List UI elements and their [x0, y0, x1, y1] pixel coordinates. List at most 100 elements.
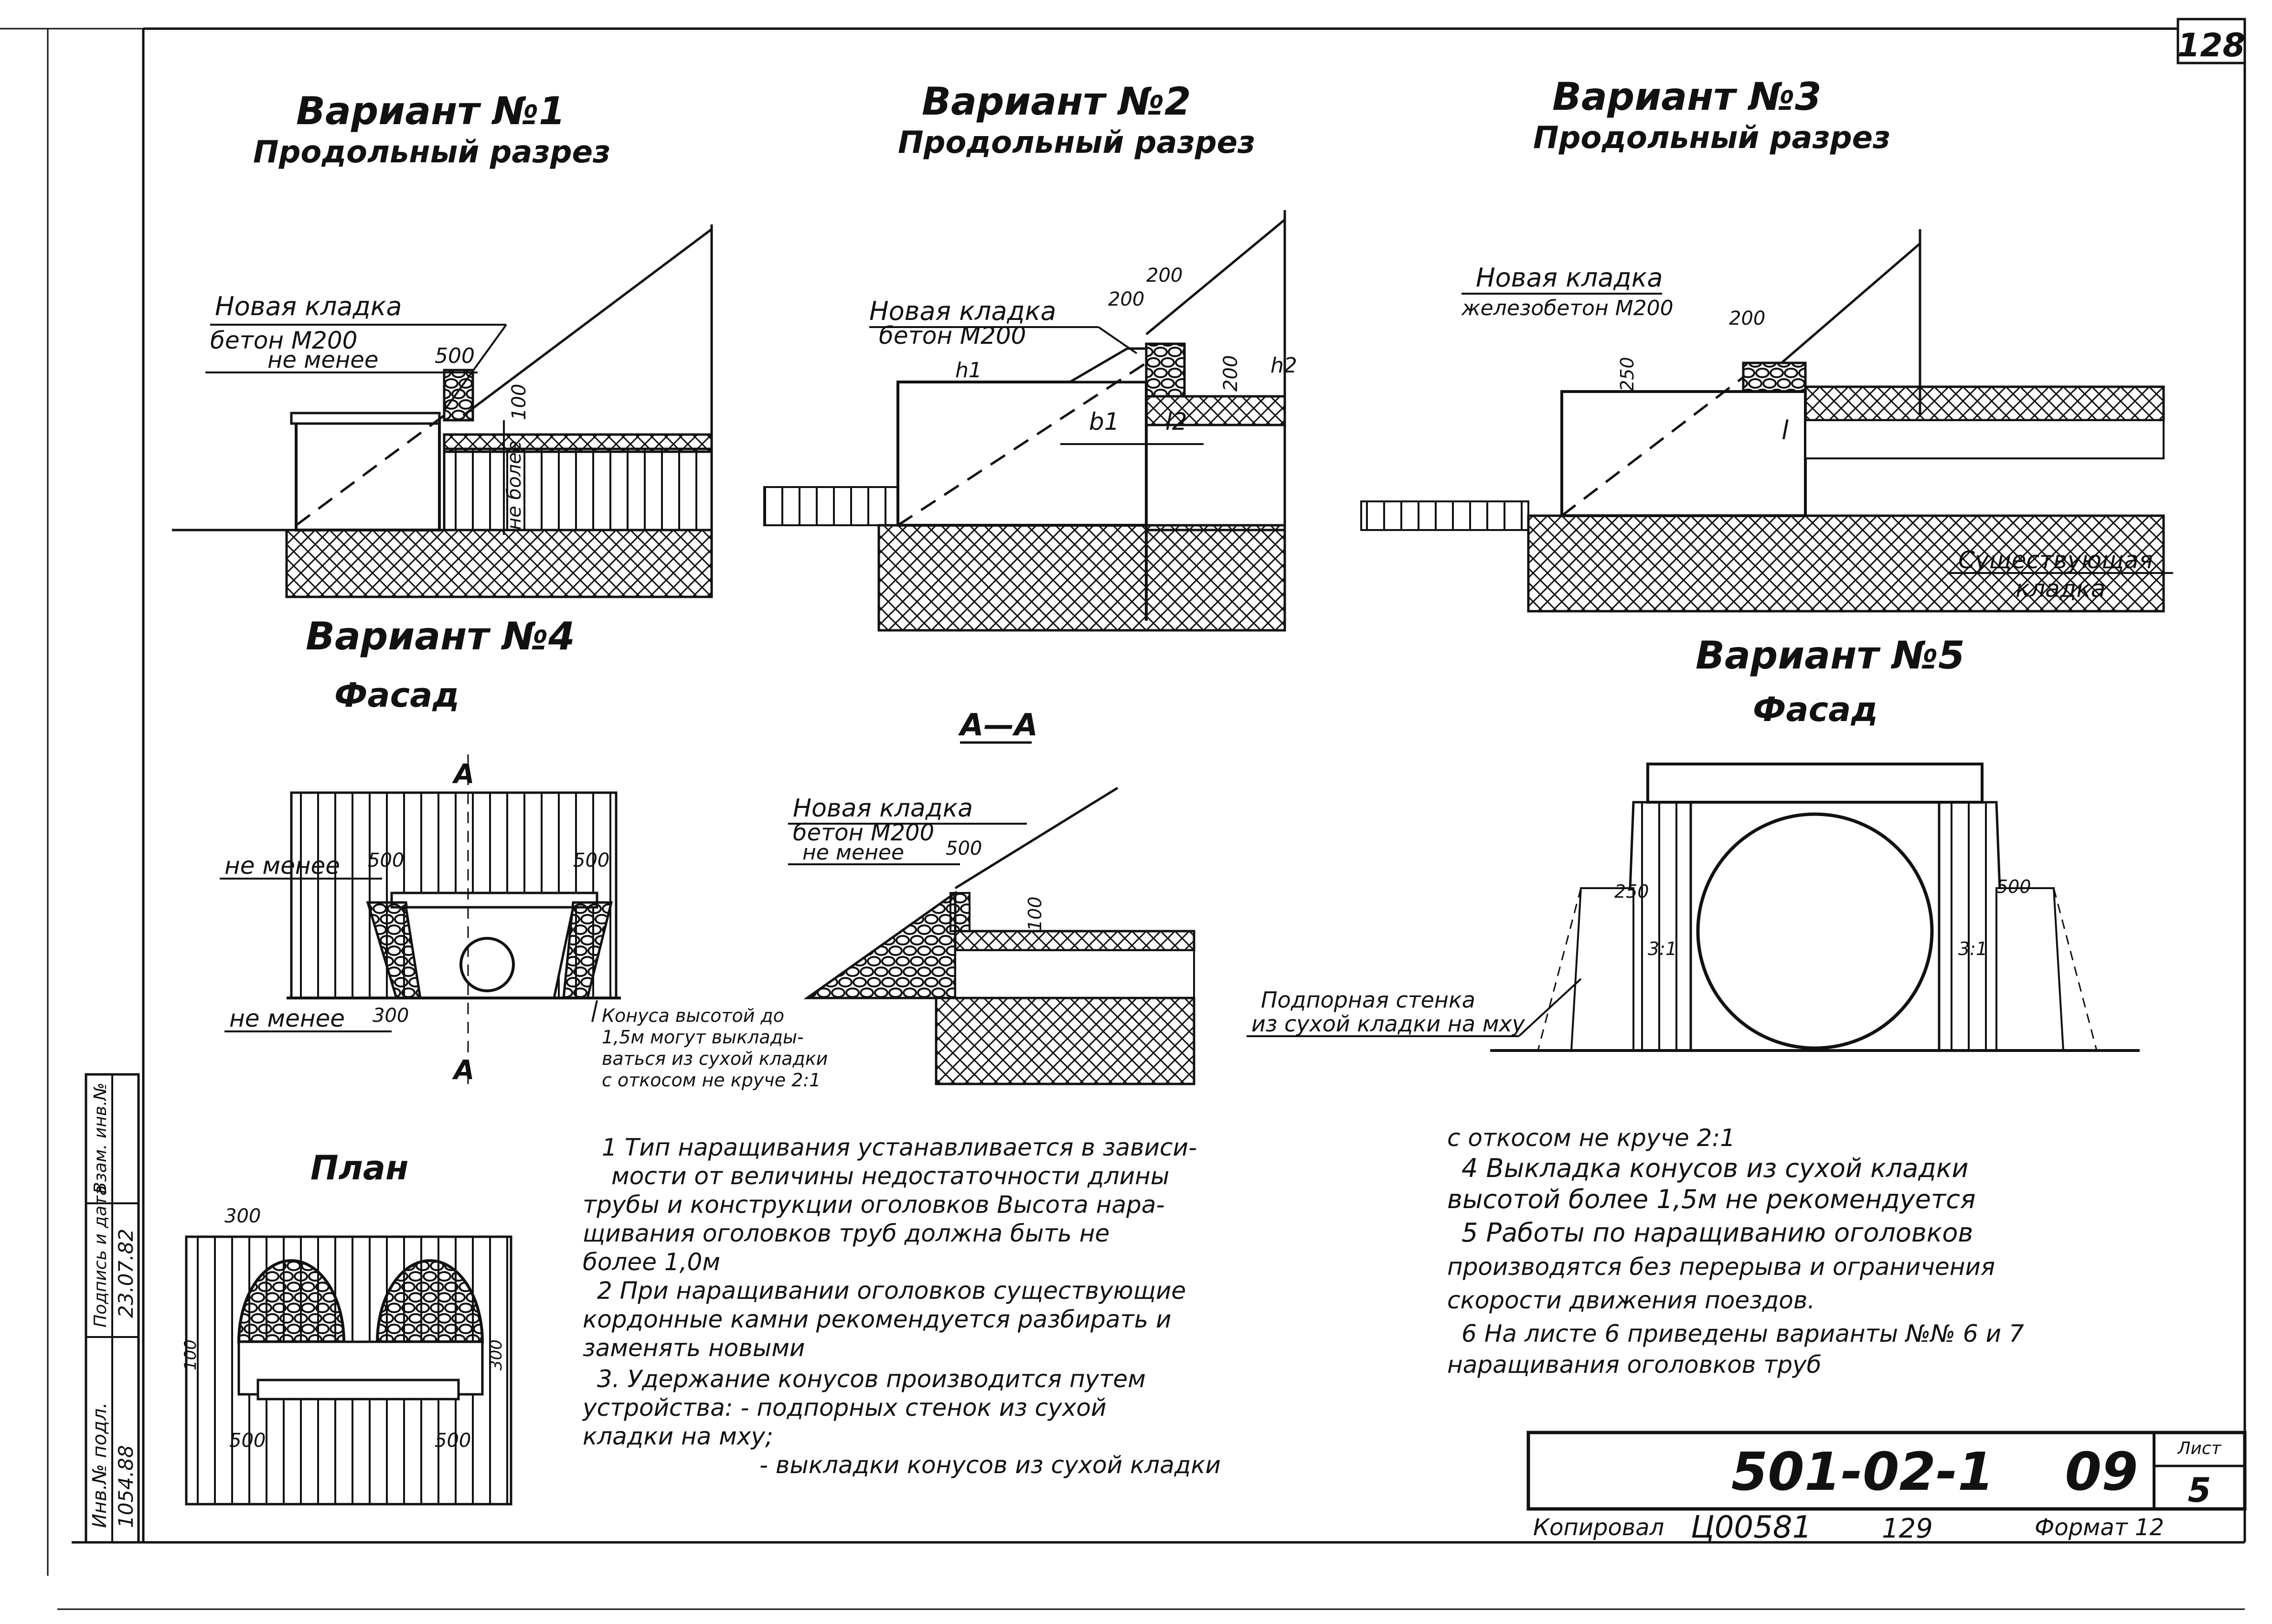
variant-3-material: железобетон М200 — [1461, 296, 1674, 320]
variant-3-subtitle: Продольный разрез — [1533, 120, 1890, 156]
drawing-code: 501-02-1 — [1731, 1441, 1995, 1502]
note-line: скорости движения поездов. — [1447, 1286, 1815, 1314]
variant-3-dim-250: 250 — [1617, 357, 1638, 392]
copy-num: 129 — [1882, 1513, 1933, 1544]
note-line: устройства: - подпорных стенок из сухой — [582, 1394, 1106, 1422]
note-line: 1 Тип наращивания устанавливается в зави… — [602, 1134, 1197, 1161]
variant-5-retaining1: Подпорная стенка — [1261, 987, 1475, 1013]
drawing-section: 09 — [2065, 1441, 2138, 1502]
section-aa-new-masonry: Новая кладка — [793, 794, 973, 823]
copied-label: Копировал — [1533, 1514, 1664, 1541]
variant-4-facade: Фасад — [334, 676, 459, 715]
section-aa-dim-100: 100 — [1024, 896, 1045, 931]
variant-4-marker-bottom: A — [452, 1055, 474, 1086]
variant-1-new-masonry: Новая кладка — [215, 291, 402, 321]
variant-2-title: Вариант №2 — [922, 79, 1191, 124]
note-line: более 1,0м — [583, 1248, 720, 1276]
variant-5-slope-r: 3:1 — [1958, 938, 1987, 959]
variant-1: Вариант №1 Продольный разрез Новая кладк… — [172, 89, 713, 598]
variant-4-dim-300: 300 — [373, 1005, 409, 1027]
notes-left: 1 Тип наращивания устанавливается в зави… — [582, 1134, 1221, 1479]
note-line: - выкладки конусов из сухой кладки — [759, 1451, 1221, 1479]
note-line: 5 Работы по наращиванию оголовков — [1461, 1218, 1973, 1248]
sheet-number: 128 — [2177, 27, 2245, 64]
sheet-value: 5 — [2188, 1471, 2211, 1510]
note-line: 2 При наращивании оголовков существующие — [597, 1277, 1186, 1305]
variant-3-existing2: кладка — [2016, 575, 2105, 603]
notes-right: с откосом не круче 2:1 4 Выкладка конусо… — [1447, 1124, 2024, 1379]
stamp-field2: Подпись и дата — [91, 1185, 110, 1327]
sheet-label: Лист — [2176, 1439, 2221, 1458]
variant-1-not-less: не менее — [267, 347, 378, 373]
sheet-frame — [0, 27, 2246, 1610]
variant-3-existing: Существующая — [1958, 546, 2153, 574]
note-line: 6 На листе 6 приведены варианты №№ 6 и 7 — [1461, 1320, 2024, 1348]
note-line: щивания оголовков труб должна быть не — [583, 1220, 1109, 1247]
note-line: кордонные камни рекомендуется разбирать … — [583, 1306, 1171, 1333]
variant-2-dim-200c: 200 — [1220, 355, 1242, 392]
section-aa-dim-500: 500 — [946, 838, 982, 860]
note-line: высотой более 1,5м не рекомендуется — [1447, 1184, 1975, 1214]
note-line: производятся без перерыва и ограничения — [1447, 1253, 1995, 1281]
variant-3: Вариант №3 Продольный разрез Новая кладк… — [1360, 74, 2173, 613]
variant-5-title: Вариант №5 — [1696, 633, 1965, 678]
plan-dim-300: 300 — [224, 1205, 261, 1227]
stamp-inv: 1054.88 — [114, 1445, 138, 1528]
variant-5-dim-250: 250 — [1614, 881, 1649, 902]
variant-4: Вариант №4 Фасад A A не менее 500 500 не… — [220, 614, 828, 1091]
variant-2-dim-200a: 200 — [1146, 265, 1183, 287]
variant-4-note-l3: ваться из сухой кладки — [602, 1048, 828, 1069]
variant-1-dim-500: 500 — [435, 344, 475, 368]
side-stamp: Инв.№ подл. 1054.88 Подпись и дата 23.07… — [85, 1073, 140, 1544]
plan-dim-500a: 500 — [229, 1430, 266, 1452]
plan-view: План 300 500 500 100 300 — [181, 1148, 512, 1506]
stamp-date: 23.07.82 — [114, 1229, 138, 1318]
variant-2: Вариант №2 Продольный разрез Новая кладк… — [763, 79, 1297, 632]
note-line: наращивания оголовков труб — [1447, 1351, 1821, 1379]
variant-1-subtitle: Продольный разрез — [253, 135, 610, 170]
variant-4-title: Вариант №4 — [306, 614, 575, 658]
variant-1-material: бетон М200 — [210, 327, 357, 354]
plan-dim-300r: 300 — [487, 1339, 506, 1370]
variant-3-dim-l: l — [1781, 415, 1789, 446]
variant-5-retaining2: из сухой кладки на мху — [1251, 1011, 1525, 1037]
variant-1-title: Вариант №1 — [296, 89, 565, 133]
variant-1-vertical: не более — [503, 441, 525, 530]
note-line: заменять новыми — [583, 1334, 805, 1362]
section-aa-title: А—А — [958, 708, 1038, 743]
variant-2-new-masonry: Новая кладка — [869, 296, 1056, 326]
plan-dim-500b: 500 — [435, 1430, 471, 1452]
variant-2-h1: h1 — [955, 358, 982, 382]
plan-dim-100: 100 — [181, 1339, 200, 1370]
variant-2-subtitle: Продольный разрез — [898, 125, 1255, 160]
variant-5-dim-500: 500 — [1996, 876, 2031, 897]
variant-5: Вариант №5 Фасад 250 500 3:1 3:1 Подпорн… — [1247, 633, 2140, 1052]
variant-3-new-masonry: Новая кладка — [1476, 263, 1663, 293]
stamp-field3: Взам. инв.№ — [91, 1083, 110, 1194]
section-aa: А—А Новая кладка бетон М200 не менее 500… — [788, 708, 1195, 1085]
sheet-number-box: 128 — [2176, 18, 2246, 64]
variant-3-dim-200: 200 — [1729, 308, 1765, 329]
variant-2-b1: b1 — [1089, 408, 1120, 435]
variant-2-material: бетон М200 — [879, 322, 1026, 350]
note-line: трубы и конструкции оголовков Высота нар… — [583, 1191, 1164, 1219]
note-line: 4 Выкладка конусов из сухой кладки — [1461, 1153, 1968, 1183]
note-line: с откосом не круче 2:1 — [1447, 1124, 1735, 1152]
variant-2-dim-200b: 200 — [1108, 288, 1144, 310]
title-block: 501-02-1 09 Лист 5 Копировал Ц00581 129 … — [1526, 1431, 2247, 1545]
variant-4-not-less-bottom: не менее — [229, 1005, 345, 1032]
variant-4-dim-500a: 500 — [368, 849, 404, 871]
note-line: 3. Удержание конусов производится путем — [597, 1365, 1146, 1393]
variant-1-dim-100: 100 — [508, 384, 530, 420]
copy-id: Ц00581 — [1691, 1510, 1812, 1545]
variant-2-l2: l2 — [1165, 408, 1187, 435]
stamp-field1: Инв.№ подл. — [89, 1402, 111, 1528]
variant-3-title: Вариант №3 — [1552, 74, 1822, 119]
variant-4-dim-500b: 500 — [573, 849, 609, 871]
variant-5-slope-l: 3:1 — [1648, 938, 1677, 959]
variant-4-note-l1: Конуса высотой до — [602, 1005, 784, 1026]
variant-4-marker-top: A — [452, 759, 474, 790]
plan-title: План — [310, 1148, 408, 1188]
